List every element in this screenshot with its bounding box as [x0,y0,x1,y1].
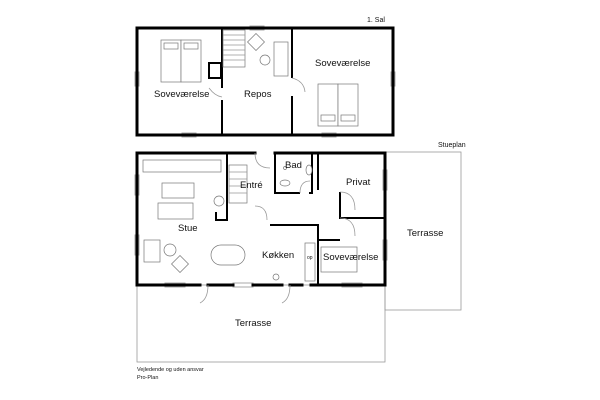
double-bed [317,83,359,127]
room-label-entre: Entré [240,180,263,191]
door-swing [199,152,356,304]
room-label-sovevaerelse: Soveværelse [154,89,209,100]
stove [272,273,280,281]
bed [320,246,358,273]
upper-interior-walls [221,28,293,135]
upper-floor-plan: 1. Sal Soveværelse Repos Soveværelse [134,17,396,138]
sink [283,166,287,170]
ground-floor-plan: op Stueplan Bad Entré Privat Stue Køkken… [134,142,466,363]
sofa [273,41,289,77]
coffee-table [161,182,195,199]
room-label-stue: Stue [178,223,198,234]
table [259,54,271,66]
fridge-label: op [307,255,313,261]
window [232,282,254,288]
sofa [157,202,194,220]
stairs [222,29,246,68]
armchair [143,239,161,263]
armchair [247,33,265,51]
side-table [163,243,177,257]
room-label-bad: Bad [285,160,302,171]
room-label-repos: Repos [244,89,272,100]
toilet [279,179,291,187]
kitchen-counter [304,242,316,282]
double-bed [160,39,202,83]
armchair [171,255,189,273]
upper-outer-wall [135,26,395,137]
room-label-terrasse: Terrasse [407,228,443,239]
room-label-sovevaerelse: Soveværelse [315,58,370,69]
room-label-terrasse: Terrasse [235,318,271,329]
room-label-kokken: Køkken [262,250,294,261]
door-swing [208,77,306,98]
disclaimer-text: Vejledende og uden ansvar [137,367,204,373]
sofa [142,159,222,173]
brand-text: Pro-Plan [137,375,158,381]
toilet [305,164,313,176]
ground-floor-title: Stueplan [438,142,466,149]
dining-table [210,244,246,266]
chimney [208,62,222,79]
side-table [213,195,225,207]
upper-floor-title: 1. Sal [367,17,385,24]
stairs [228,164,248,204]
room-label-sovevaerelse: Soveværelse [323,252,378,263]
room-label-privat: Privat [346,177,371,188]
